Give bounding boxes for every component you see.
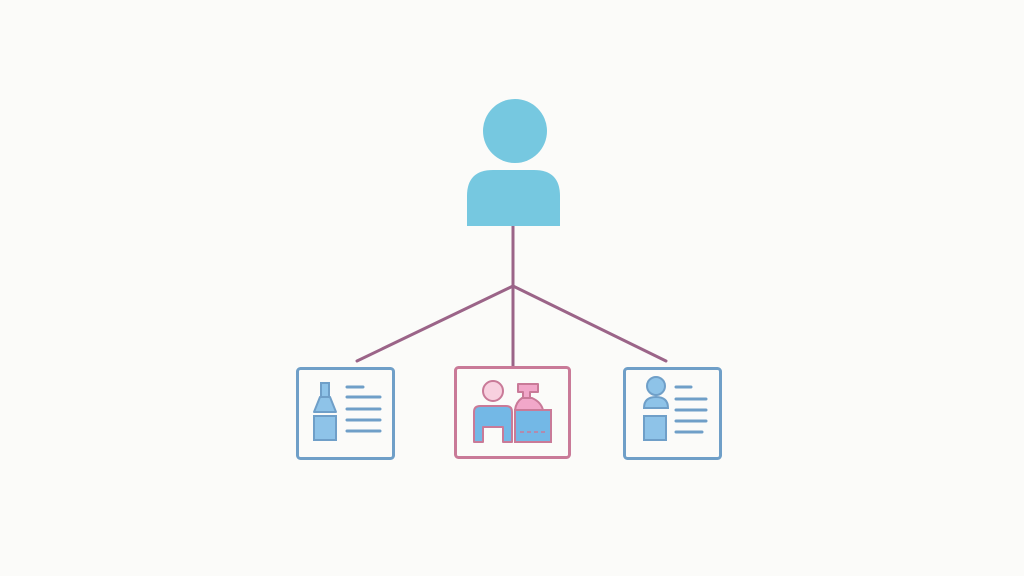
card-frame <box>296 367 395 460</box>
text-lines-icon <box>345 385 382 433</box>
connector-right <box>511 284 668 363</box>
spray-bottle-icon <box>514 383 552 443</box>
id-card-icon <box>296 367 395 460</box>
user-head-shape <box>483 99 547 163</box>
person-icon <box>473 380 513 443</box>
connector-left <box>355 284 515 363</box>
text-lines-icon <box>674 385 708 434</box>
root-user-icon <box>467 99 560 226</box>
person-icon <box>642 376 670 441</box>
user-body-shape <box>467 170 560 226</box>
connector-lines <box>355 222 668 368</box>
card-frame <box>623 367 722 460</box>
user-and-product-card-icon <box>454 366 571 459</box>
profile-card-icon <box>623 367 722 460</box>
bottle-icon <box>313 382 337 441</box>
